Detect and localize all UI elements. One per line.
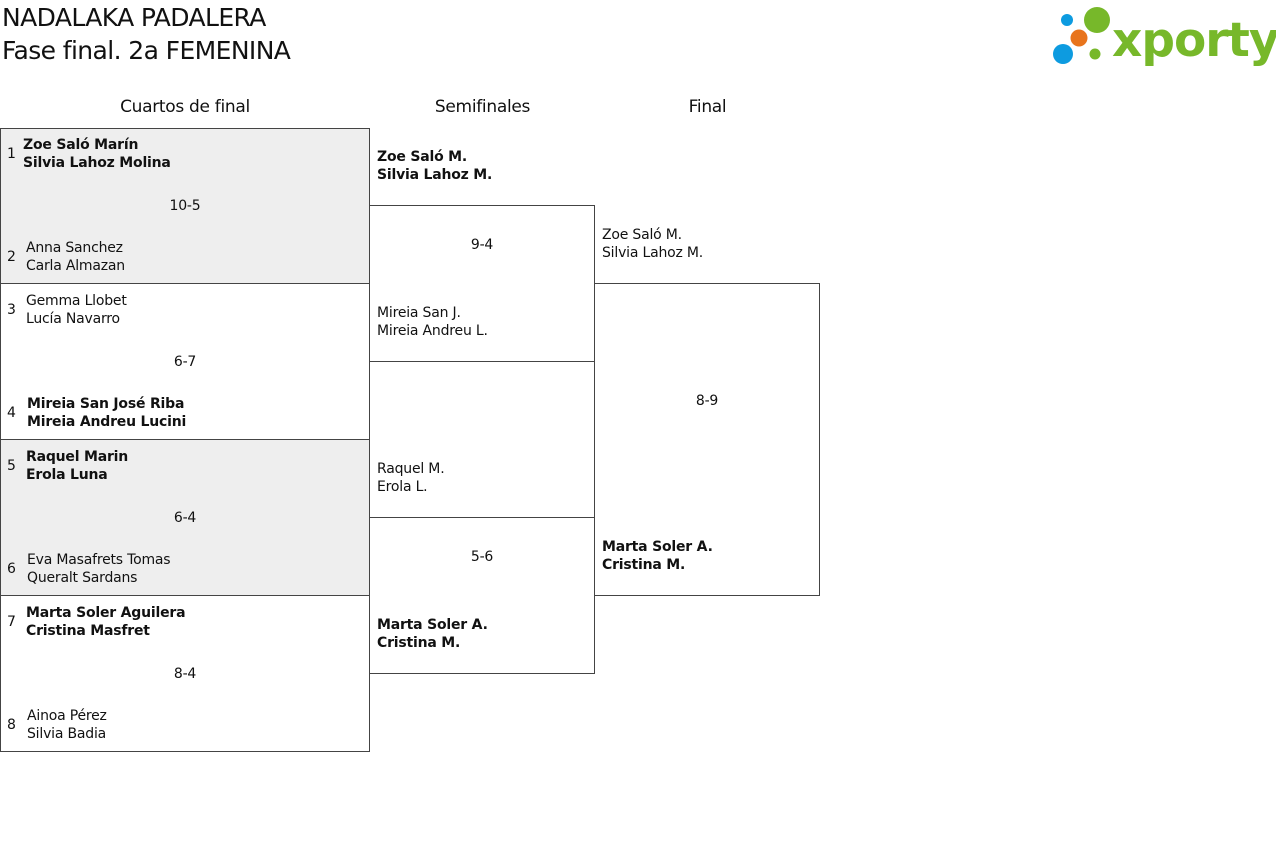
seed-number: 8: [7, 717, 16, 733]
sf1-score: 9-4: [470, 237, 494, 253]
qf3-team-bottom: Eva Masafrets Tomas Queralt Sardans: [27, 551, 171, 587]
tournament-title: NADALAKA PADALERA: [2, 3, 266, 32]
logo-dot-blue-small: [1061, 14, 1073, 26]
player-name: Mireia San José Riba: [27, 396, 185, 412]
quarterfinal-match-3: [0, 439, 370, 596]
player-name: Zoe Saló M.: [602, 227, 682, 243]
round-header-final: Final: [688, 97, 727, 117]
tournament-subtitle: Fase final. 2a FEMENINA: [2, 36, 291, 65]
player-name: Gemma Llobet: [26, 293, 127, 309]
xporty-logo: xporty: [1053, 7, 1276, 68]
logo-dot-orange: [1070, 29, 1088, 47]
player-name: Mireia Andreu Lucini: [27, 414, 187, 430]
sf2-team-bottom: Marta Soler A. Cristina M.: [377, 616, 488, 652]
final-match: [594, 283, 820, 596]
qf4-team-bottom: Ainoa Pérez Silvia Badia: [27, 707, 107, 743]
seed-number: 6: [7, 561, 16, 577]
quarterfinal-match-1: [0, 128, 370, 284]
round-header-quarterfinals: Cuartos de final: [120, 97, 250, 117]
player-name: Anna Sanchez: [26, 240, 123, 256]
sf2-team-top: Raquel M. Erola L.: [377, 460, 445, 496]
logo-text: xporty: [1112, 13, 1276, 68]
player-name: Cristina M.: [602, 557, 686, 573]
seed-number: 2: [7, 249, 16, 265]
final-team-top: Zoe Saló M. Silvia Lahoz M.: [602, 226, 703, 262]
qf3-score: 6-4: [173, 510, 197, 526]
player-name: Lucía Navarro: [26, 311, 120, 327]
player-name: Carla Almazan: [26, 258, 125, 274]
sf1-team-top: Zoe Saló M. Silvia Lahoz M.: [377, 148, 492, 184]
player-name: Silvia Lahoz M.: [602, 245, 704, 261]
player-name: Silvia Badia: [27, 726, 107, 742]
player-name: Raquel Marin: [26, 449, 129, 465]
player-name: Cristina Masfret: [26, 623, 150, 639]
qf2-score: 6-7: [173, 354, 197, 370]
sf1-team-bottom: Mireia San J. Mireia Andreu L.: [377, 304, 488, 340]
player-name: Zoe Saló Marín: [23, 137, 139, 153]
final-team-bottom: Marta Soler A. Cristina M.: [602, 538, 713, 574]
player-name: Erola Luna: [26, 467, 108, 483]
player-name: Queralt Sardans: [27, 570, 138, 586]
qf2-team-top: Gemma Llobet Lucía Navarro: [26, 292, 127, 328]
player-name: Silvia Lahoz M.: [377, 167, 493, 183]
qf1-score: 10-5: [169, 198, 201, 214]
player-name: Erola L.: [377, 479, 428, 495]
player-name: Marta Soler A.: [602, 539, 713, 555]
player-name: Eva Masafrets Tomas: [27, 552, 171, 568]
qf3-team-top: Raquel Marin Erola Luna: [26, 448, 128, 484]
logo-dot-green: [1084, 7, 1110, 33]
logo-dot-green-small: [1089, 48, 1101, 60]
player-name: Zoe Saló M.: [377, 149, 468, 165]
player-name: Mireia Andreu L.: [377, 323, 488, 339]
seed-number: 5: [7, 458, 16, 474]
qf2-team-bottom: Mireia San José Riba Mireia Andreu Lucin…: [27, 395, 186, 431]
qf1-team-bottom: Anna Sanchez Carla Almazan: [26, 239, 125, 275]
qf1-team-top: Zoe Saló Marín Silvia Lahoz Molina: [23, 136, 171, 172]
seed-number: 7: [7, 614, 16, 630]
round-header-semifinals: Semifinales: [434, 97, 531, 117]
qf4-team-top: Marta Soler Aguilera Cristina Masfret: [26, 604, 186, 640]
player-name: Marta Soler Aguilera: [26, 605, 186, 621]
seed-number: 4: [7, 405, 16, 421]
player-name: Ainoa Pérez: [27, 708, 107, 724]
player-name: Raquel M.: [377, 461, 445, 477]
player-name: Mireia San J.: [377, 305, 461, 321]
qf4-score: 8-4: [173, 666, 197, 682]
player-name: Cristina M.: [377, 635, 461, 651]
sf2-score: 5-6: [470, 549, 494, 565]
seed-number: 1: [7, 146, 16, 162]
player-name: Silvia Lahoz Molina: [23, 155, 171, 171]
final-score: 8-9: [695, 393, 719, 409]
player-name: Marta Soler A.: [377, 617, 488, 633]
logo-dot-blue: [1053, 44, 1073, 64]
seed-number: 3: [7, 302, 16, 318]
